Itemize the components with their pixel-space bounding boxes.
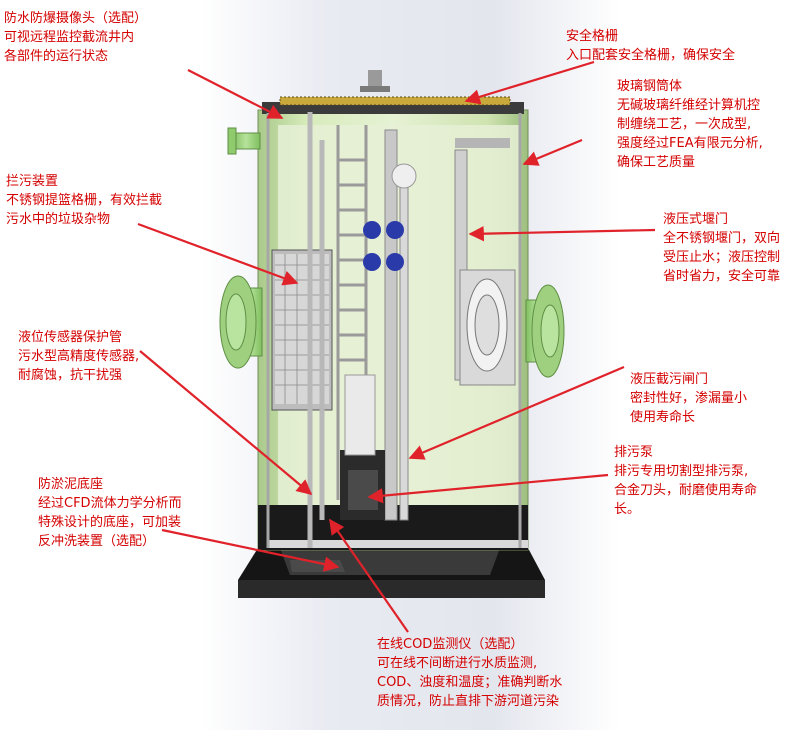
annotation-grating: 安全格栅 入口配套安全格栅，确保安全	[566, 27, 735, 65]
arrow-camera	[187, 69, 284, 119]
annotation-sensor: 液位传感器保护管 污水型高精度传感器, 耐腐蚀，抗干扰强	[18, 328, 139, 385]
arrow-weir	[468, 226, 656, 242]
inlet-flange-left	[219, 275, 263, 369]
annotation-frp-line-4: 强度经过FEA有限元分析,	[617, 136, 763, 151]
annotation-pump-line-4: 长。	[614, 502, 641, 517]
annotation-camera-line-3: 各部件的运行状态	[4, 49, 109, 64]
annotation-cod-line-3: COD、浊度和温度；准确判断水	[377, 675, 563, 690]
annotation-frp-line-3: 制缠绕工艺，一次成型,	[617, 117, 752, 132]
anti-silt-base	[238, 548, 545, 598]
annotation-base-line-4: 反冲洗装置（选配）	[38, 534, 156, 549]
annotation-weir-line-1: 液压式堰门	[663, 212, 729, 227]
annotation-gate-line-1: 液压截污闸门	[630, 372, 709, 387]
annotation-pump-line-2: 排污专用切割型排污泵,	[614, 464, 749, 479]
annotation-camera-line-2: 可视远程监控截流井内	[4, 30, 135, 45]
annotation-frp: 玻璃钢筒体 无碱玻璃纤维经计算机控 制缠绕工艺，一次成型, 强度经过FEA有限元…	[617, 77, 763, 172]
annotation-sensor-line-2: 污水型高精度传感器,	[18, 349, 140, 364]
annotation-frp-line-5: 确保工艺质量	[617, 155, 696, 170]
arrow-cod	[329, 518, 409, 633]
annotation-camera: 防水防爆摄像头（选配） 可视远程监控截流井内 各部件的运行状态	[4, 9, 147, 66]
outlet-flange-right	[525, 284, 565, 378]
annotation-base-line-1: 防淤泥底座	[38, 477, 104, 492]
annotation-weir-line-2: 全不锈钢堰门，双向	[663, 231, 781, 246]
arrow-pump	[367, 473, 609, 504]
annotation-gate: 液压截污闸门 密封性好，渗漏量小 使用寿命长	[630, 370, 747, 427]
annotation-pump-line-3: 合金刀头，耐磨使用寿命	[614, 483, 758, 498]
annotation-grating-line-1: 安全格栅	[566, 29, 619, 44]
level-sensor-tubes	[307, 112, 325, 548]
safety-grating	[262, 70, 524, 114]
annotation-weir-line-4: 省时省力，安全可靠	[663, 269, 781, 284]
annotation-pump-line-1: 排污泵	[614, 445, 654, 460]
leader-arrows	[137, 60, 656, 633]
annotation-sensor-line-3: 耐腐蚀，抗干扰强	[18, 368, 123, 383]
annotation-pump: 排污泵 排污专用切割型排污泵, 合金刀头，耐磨使用寿命 长。	[614, 443, 757, 519]
annotation-frp-line-1: 玻璃钢筒体	[617, 79, 683, 94]
annotation-base-line-3: 特殊设计的底座，可加装	[38, 515, 182, 530]
annotation-screen-line-2: 不锈钢提篮格栅，有效拦截	[6, 193, 163, 208]
arrow-frp	[522, 138, 583, 166]
annotation-gate-line-3: 使用寿命长	[630, 410, 696, 425]
annotation-screen: 拦污装置 不锈钢提篮格栅，有效拦截 污水中的垃圾杂物	[6, 172, 162, 229]
annotation-weir: 液压式堰门 全不锈钢堰门，双向 受压止水；液压控制 省时省力，安全可靠	[663, 210, 780, 286]
annotation-cod-line-2: 可在线不间断进行水质监测,	[377, 656, 538, 671]
annotation-cod-line-4: 质情况，防止直排下游河道污染	[377, 694, 560, 709]
top-frame	[266, 113, 522, 548]
arrow-sensor	[139, 350, 313, 495]
sewage-pump	[340, 374, 385, 520]
arrow-base	[161, 528, 340, 572]
annotation-camera-line-1: 防水防爆摄像头（选配）	[4, 11, 148, 26]
annotation-base: 防淤泥底座 经过CFD流体力学分析而 特殊设计的底座，可加装 反冲洗装置（选配）	[38, 475, 182, 551]
arrow-screen	[137, 222, 299, 286]
arrow-grating	[464, 60, 595, 105]
annotation-screen-line-1: 拦污装置	[6, 174, 59, 189]
annotation-grating-line-2: 入口配套安全格栅，确保安全	[566, 48, 736, 63]
annotation-cod-line-1: 在线COD监测仪（选配）	[377, 637, 524, 652]
annotation-weir-line-3: 受压止水；液压控制	[663, 250, 781, 265]
arrow-gate	[408, 365, 625, 460]
annotation-base-line-2: 经过CFD流体力学分析而	[38, 496, 182, 511]
annotation-gate-line-2: 密封性好，渗漏量小	[630, 391, 748, 406]
small-inlet-pipe	[227, 127, 261, 155]
hydraulic-weir-gate	[454, 138, 516, 386]
annotation-sensor-line-1: 液位传感器保护管	[18, 330, 123, 345]
annotation-frp-line-2: 无碱玻璃纤维经计算机控	[617, 98, 761, 113]
annotation-screen-line-3: 污水中的垃圾杂物	[6, 212, 111, 227]
discharge-pipe	[363, 129, 417, 521]
annotation-cod: 在线COD监测仪（选配） 可在线不间断进行水质监测, COD、浊度和温度；准确判…	[377, 635, 562, 711]
